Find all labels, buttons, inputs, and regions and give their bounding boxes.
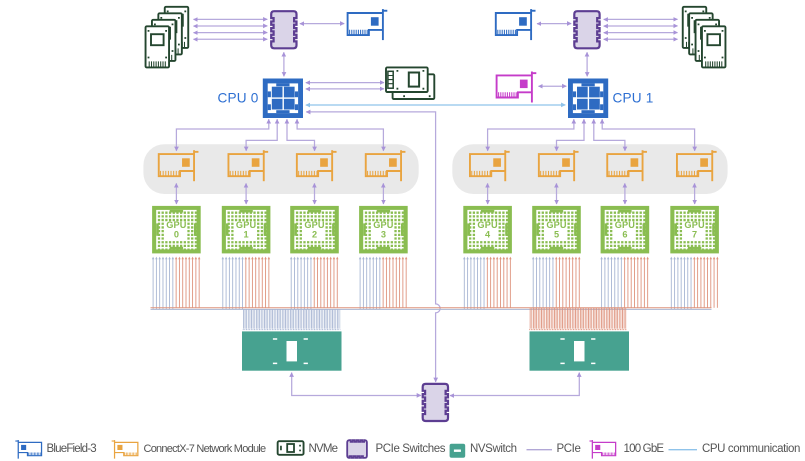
svg-text:100 GbE: 100 GbE bbox=[624, 443, 665, 455]
svg-text:GPU: GPU bbox=[166, 220, 187, 230]
svg-text:0: 0 bbox=[174, 229, 179, 239]
svg-text:GPU: GPU bbox=[236, 220, 257, 230]
svg-text:6: 6 bbox=[622, 229, 627, 239]
svg-text:GPU: GPU bbox=[615, 220, 636, 230]
svg-text:CPU 0: CPU 0 bbox=[217, 90, 258, 105]
svg-text:2: 2 bbox=[312, 229, 317, 239]
svg-text:7: 7 bbox=[692, 229, 697, 239]
svg-text:GPU: GPU bbox=[304, 220, 325, 230]
svg-text:PCIe Switches: PCIe Switches bbox=[376, 443, 446, 455]
svg-text:GPU: GPU bbox=[373, 220, 394, 230]
svg-text:CPU communication: CPU communication bbox=[702, 443, 800, 455]
svg-text:GPU: GPU bbox=[684, 220, 705, 230]
svg-text:4: 4 bbox=[485, 229, 491, 239]
svg-text:3: 3 bbox=[381, 229, 386, 239]
svg-text:NVMe: NVMe bbox=[309, 443, 338, 455]
svg-text:CPU 1: CPU 1 bbox=[613, 90, 654, 105]
svg-text:GPU: GPU bbox=[477, 220, 498, 230]
svg-text:PCIe: PCIe bbox=[557, 443, 581, 455]
svg-text:1: 1 bbox=[244, 229, 249, 239]
svg-text:ConnectX-7 Network Module: ConnectX-7 Network Module bbox=[144, 443, 267, 455]
svg-text:GPU: GPU bbox=[546, 220, 567, 230]
svg-text:NVSwitch: NVSwitch bbox=[470, 443, 517, 455]
svg-text:BlueField-3: BlueField-3 bbox=[47, 443, 97, 455]
svg-text:5: 5 bbox=[554, 229, 559, 239]
